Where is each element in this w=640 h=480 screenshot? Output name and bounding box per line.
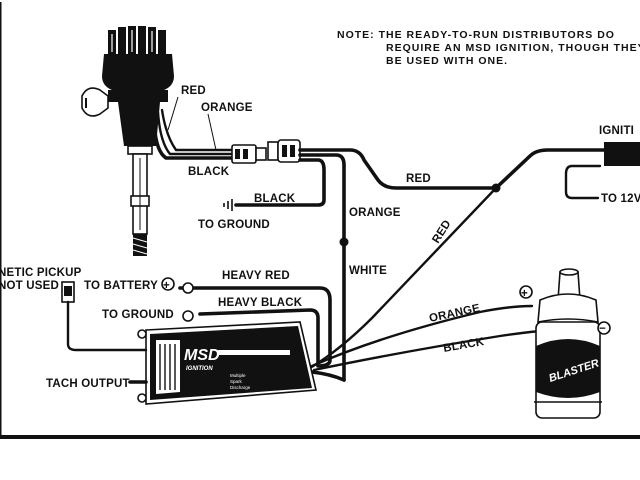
coil-black-label: BLACK xyxy=(442,336,485,355)
ground-wire-dest: TO GROUND xyxy=(198,219,270,231)
red-diag-label: RED xyxy=(430,218,453,245)
orange-pointer xyxy=(207,113,217,151)
distributor-connector xyxy=(231,144,267,164)
battery-ring-terminal xyxy=(182,282,194,294)
coil-label-band xyxy=(536,339,600,398)
msd-sub: IGNITION xyxy=(186,366,213,372)
to-ground-label: TO GROUND xyxy=(102,309,174,321)
coil-orange-label: ORANGE xyxy=(428,302,481,325)
msd-line-3: Discharge xyxy=(230,385,251,390)
svg-text:+: + xyxy=(163,280,170,292)
vacuum-advance xyxy=(81,87,109,117)
ignition-switch-label: IGNITI xyxy=(599,125,634,137)
orange-harness-wire xyxy=(298,153,346,382)
red-wire-label: RED xyxy=(406,173,431,185)
orange-white-junction xyxy=(339,237,349,247)
white-box-wire xyxy=(310,370,346,382)
distributor-cap xyxy=(102,54,174,90)
coil-minus-sign: − xyxy=(599,323,606,335)
magnetic-pickup-plug xyxy=(61,281,148,352)
ground-ring-terminal xyxy=(182,310,194,322)
pickup-label-1: NETIC PICKUP xyxy=(0,267,82,279)
coil-plus-sign: + xyxy=(521,288,528,300)
heavy-red-label: HEAVY RED xyxy=(222,270,290,282)
distributor-cap-towers xyxy=(108,26,166,56)
coil-negative-terminal: − xyxy=(597,321,611,335)
heavy-black-wire xyxy=(198,308,320,364)
pickup-label-2: NOT USED xyxy=(0,280,59,292)
msd-line-1: Multiple xyxy=(230,373,246,378)
red-harness-wire xyxy=(298,148,498,190)
dist-orange-label: ORANGE xyxy=(201,102,253,114)
switch-12v-wire xyxy=(564,164,602,200)
ignition-12v-label: TO 12V xyxy=(601,193,640,205)
heavy-black-label: HEAVY BLACK xyxy=(218,297,303,309)
ground-wire-label: BLACK xyxy=(254,193,296,205)
note-line-2: REQUIRE AN MSD IGNITION, THOUGH THEY xyxy=(386,42,640,54)
ignition-coil: BLASTER xyxy=(534,268,602,419)
dist-red-label: RED xyxy=(181,85,206,97)
ignition-switch xyxy=(564,142,640,200)
msd-ignition-box: MSD IGNITION Multiple Spark Discharge xyxy=(137,321,317,405)
white-wire-label: WHITE xyxy=(349,265,387,277)
coil-positive-terminal: + xyxy=(519,285,533,300)
ground-symbol xyxy=(223,199,233,211)
note-line-3: BE USED WITH ONE. xyxy=(386,55,508,67)
orange-wire-label: ORANGE xyxy=(349,207,401,219)
to-battery-label: TO BATTERY xyxy=(84,280,158,292)
tach-output-label: TACH OUTPUT xyxy=(46,378,130,390)
msd-line-2: Spark xyxy=(230,379,243,384)
distributor xyxy=(81,26,174,256)
red-switch-wire xyxy=(494,148,606,190)
heavy-red-wire xyxy=(178,286,332,368)
red-pointer xyxy=(167,96,179,131)
dist-black-wire xyxy=(152,112,234,160)
msd-logo: MSD xyxy=(184,347,220,364)
battery-plus-icon: + xyxy=(161,277,175,292)
harness-connector xyxy=(267,139,301,163)
coil-orange-wire xyxy=(310,304,534,368)
dist-black-label: BLACK xyxy=(188,166,230,178)
black-ground-wire xyxy=(234,158,326,207)
dist-orange-wire xyxy=(156,110,234,156)
dist-red-wire xyxy=(160,108,234,152)
distributor-housing xyxy=(118,102,160,146)
note-line-1: NOTE: THE READY-TO-RUN DISTRIBUTORS DO xyxy=(337,29,615,41)
